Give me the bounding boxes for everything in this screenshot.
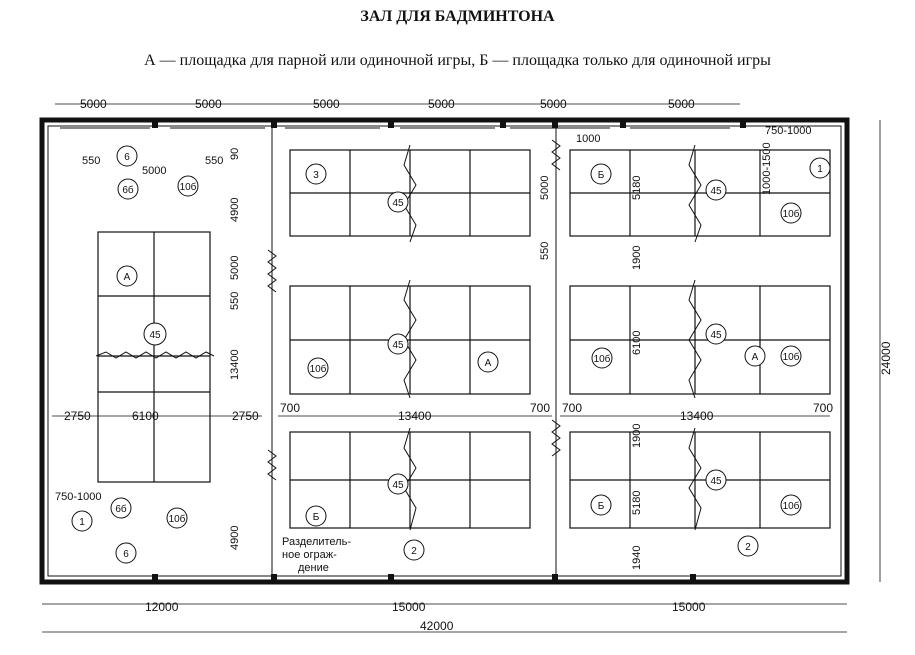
- top-dim-1: 5000: [80, 97, 107, 111]
- right-d700b: 700: [813, 401, 833, 415]
- partition-fence-left: [267, 126, 277, 576]
- right-d6100: 6100: [631, 331, 643, 355]
- svg-text:Б: Б: [598, 170, 605, 181]
- top-dim-6: 5000: [668, 97, 695, 111]
- courts-middle: [289, 149, 531, 529]
- svg-text:А: А: [124, 272, 131, 283]
- svg-text:10б: 10б: [783, 500, 800, 512]
- left-d750-1000: 750-1000: [55, 491, 102, 503]
- left-d550a: 550: [82, 155, 100, 167]
- svg-text:6б: 6б: [122, 184, 134, 196]
- svg-text:45: 45: [710, 330, 722, 341]
- court-a-left: [95, 231, 215, 483]
- svg-text:10б: 10б: [783, 351, 800, 363]
- right-d700a: 700: [562, 401, 582, 415]
- svg-text:6б: 6б: [115, 503, 127, 515]
- right-d1900b: 1900: [631, 424, 643, 448]
- mid-d700a: 700: [280, 401, 300, 415]
- courts-right: [569, 149, 831, 529]
- inner-wall-line: [47, 125, 842, 577]
- svg-text:3: 3: [313, 170, 319, 181]
- svg-text:1: 1: [817, 164, 823, 175]
- svg-text:10б: 10б: [180, 181, 197, 193]
- fence-label-1: Разделитель-: [282, 536, 351, 548]
- right-d1000: 1000: [576, 133, 600, 145]
- total-width: 42000: [420, 619, 454, 633]
- mid-d5000: 5000: [539, 176, 551, 200]
- top-dim-3: 5000: [313, 97, 340, 111]
- page-subtitle: А — площадка для парной или одиночной иг…: [144, 52, 771, 69]
- svg-text:45: 45: [392, 198, 404, 209]
- mid-d700b: 700: [530, 401, 550, 415]
- svg-text:10б: 10б: [783, 208, 800, 220]
- svg-text:45: 45: [392, 480, 404, 491]
- right-d750-1000: 750-1000: [765, 125, 812, 137]
- right-d13400: 13400: [680, 409, 714, 423]
- page-title: ЗАЛ ДЛЯ БАДМИНТОНА: [360, 8, 555, 25]
- left-d2750b: 2750: [232, 409, 259, 423]
- svg-text:10б: 10б: [594, 353, 611, 365]
- fence-label-2: ное ограж-: [282, 549, 337, 561]
- svg-text:10б: 10б: [169, 513, 186, 525]
- nets: [403, 144, 702, 531]
- right-d5180b: 5180: [631, 491, 643, 515]
- svg-text:2: 2: [745, 542, 751, 553]
- svg-text:А: А: [752, 352, 759, 363]
- callouts: [71, 145, 831, 564]
- callout-labels: 6 6б 10б 3 45 А 45 10б 45 А Б 45 2 Б 45 …: [79, 152, 823, 560]
- right-d5180a: 5180: [631, 176, 643, 200]
- wall-columns: [152, 118, 746, 584]
- outer-wall: [39, 117, 850, 585]
- svg-text:45: 45: [149, 330, 161, 341]
- svg-text:1: 1: [79, 517, 85, 528]
- svg-text:Б: Б: [313, 512, 320, 523]
- svg-text:6: 6: [124, 152, 130, 163]
- svg-text:А: А: [485, 358, 492, 369]
- svg-text:45: 45: [710, 476, 722, 487]
- svg-text:45: 45: [392, 340, 404, 351]
- svg-text:6: 6: [123, 549, 129, 560]
- svg-text:10б: 10б: [310, 363, 327, 375]
- bottom-dim-1: 12000: [145, 600, 179, 614]
- top-dim-2: 5000: [195, 97, 222, 111]
- left-d4900-top: 4900: [229, 198, 241, 222]
- right-d1940: 1940: [631, 546, 643, 570]
- total-height: 24000: [879, 341, 893, 375]
- svg-text:45: 45: [710, 186, 722, 197]
- svg-text:Б: Б: [598, 501, 605, 512]
- left-d4900-bot: 4900: [229, 526, 241, 550]
- svg-text:2: 2: [411, 546, 417, 557]
- bottom-dim-2: 15000: [392, 600, 426, 614]
- top-dim-5: 5000: [540, 97, 567, 111]
- right-d1000-1500: 1000-1500: [761, 142, 773, 195]
- left-d90: 90: [229, 148, 241, 160]
- fence-label-3: дение: [298, 562, 329, 574]
- left-d5000v: 5000: [229, 256, 241, 280]
- left-d2750a: 2750: [64, 409, 91, 423]
- left-d550v: 550: [229, 292, 241, 310]
- top-dim-4: 5000: [428, 97, 455, 111]
- left-d550b: 550: [205, 155, 223, 167]
- left-d5000: 5000: [142, 165, 166, 177]
- left-d6100: 6100: [132, 409, 159, 423]
- left-d13400: 13400: [229, 349, 241, 380]
- partition-fence-right: [551, 126, 561, 576]
- bottom-dim-3: 15000: [672, 600, 706, 614]
- mid-d550: 550: [539, 242, 551, 260]
- mid-d13400: 13400: [398, 409, 432, 423]
- right-d1900a: 1900: [631, 246, 643, 270]
